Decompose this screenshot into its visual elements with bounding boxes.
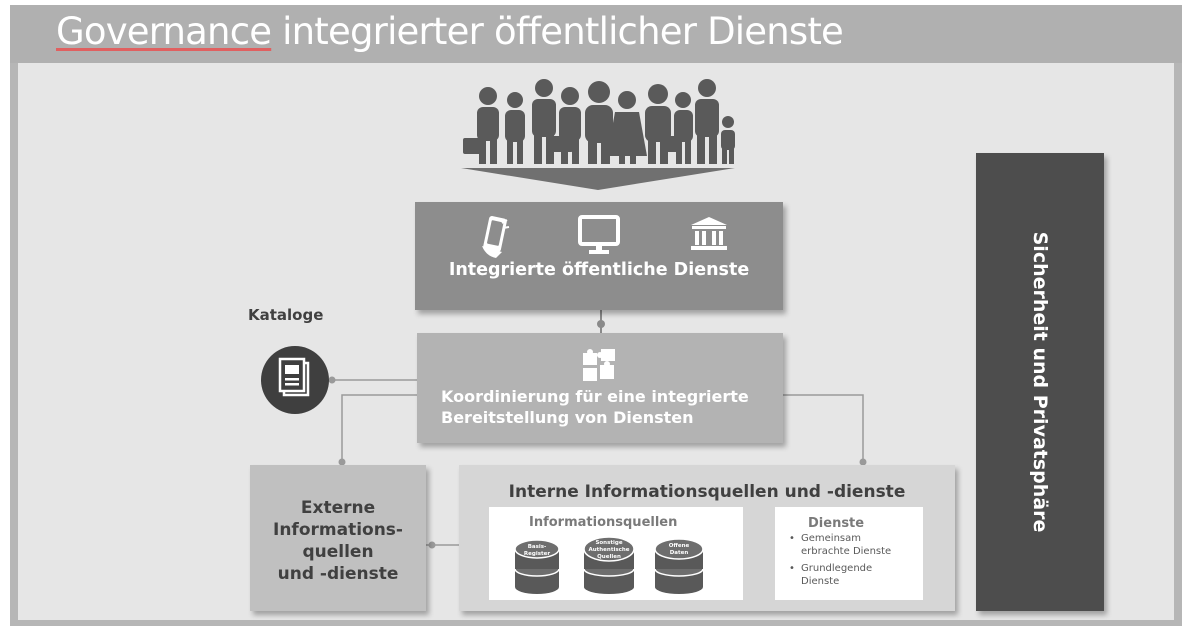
government-building-icon <box>691 217 727 250</box>
coordination-box: Koordinierung für eine integrierte Berei… <box>417 333 783 443</box>
integrated-services-box: Integrierte öffentliche Dienste <box>415 202 783 310</box>
external-line-1: Externe <box>300 498 376 518</box>
other-sources-line-3: Quellen <box>597 554 621 560</box>
open-data-line-1: Offene <box>669 543 690 549</box>
internal-sources-box: Interne Informationsquellen und -dienste… <box>459 465 955 611</box>
external-line-3: quellen <box>302 542 374 562</box>
catalogues-label: Kataloge <box>248 306 324 324</box>
title-rest: integrierter öffentlicher Dienste <box>271 10 844 53</box>
puzzle-icon <box>583 349 615 381</box>
monitor-icon <box>578 215 620 254</box>
coordination-label: Koordinierung für eine integrierte Berei… <box>441 386 749 428</box>
connector-coordination-external <box>341 394 417 463</box>
security-privacy-box: Sicherheit und Privatsphäre <box>976 153 1104 611</box>
title-underlined-word: Governance <box>56 10 272 53</box>
coordination-line-2: Bereitstellung von Diensten <box>441 408 694 427</box>
mobile-phone-icon <box>482 216 510 258</box>
information-sources-panel: Informationsquellen Basis- Register Sons… <box>489 507 743 600</box>
database-icons: Basis- Register Sonstige Authentische Qu… <box>514 536 704 594</box>
services-list: Gemeinsam erbrachte Dienste Grundlegende… <box>789 532 891 592</box>
coordination-line-1: Koordinierung für eine integrierte <box>441 387 749 406</box>
connector-dot <box>428 541 436 549</box>
external-sources-label: Externe Informations- quellen und -diens… <box>250 497 426 585</box>
services-list-item: Gemeinsam erbrachte Dienste <box>789 532 891 558</box>
citizens-group-icon <box>461 79 735 190</box>
services-title: Dienste <box>808 516 865 531</box>
base-registers-line-1: Basis- <box>528 544 547 550</box>
external-line-4: und -dienste <box>277 564 399 584</box>
connector-dot <box>859 458 867 466</box>
external-line-2: Informations- <box>273 520 403 540</box>
slide-title: Governance integrierter öffentlicher Die… <box>56 10 844 53</box>
other-sources-line-2: Authentische <box>588 547 629 553</box>
external-sources-box: Externe Informations- quellen und -diens… <box>250 465 426 611</box>
database-icon-open-data: Offene Daten <box>654 538 704 594</box>
connector-dot <box>328 376 336 384</box>
service-item-line-2: Dienste <box>801 576 840 587</box>
security-privacy-label: Sicherheit und Privatsphäre <box>1029 231 1051 533</box>
services-panel: Dienste Gemeinsam erbrachte Dienste Grun… <box>775 507 923 600</box>
catalogue-document-icon[interactable] <box>259 344 331 416</box>
information-sources-title: Informationsquellen <box>529 515 678 530</box>
connector-dot <box>338 458 346 466</box>
connector-dot <box>597 320 605 328</box>
database-icon-other-authentic-sources: Sonstige Authentische Quellen <box>583 536 635 594</box>
title-bar <box>10 5 1182 63</box>
connector-coordination-internal <box>783 394 864 463</box>
services-list-item: Grundlegende Dienste <box>789 562 891 588</box>
other-sources-line-1: Sonstige <box>595 540 622 546</box>
service-item-line-1: Gemeinsam <box>801 533 861 544</box>
database-icon-base-registers: Basis- Register <box>514 539 560 594</box>
open-data-line-2: Daten <box>670 550 689 556</box>
integrated-services-label: Integrierte öffentliche Dienste <box>448 260 750 280</box>
service-item-line-2: erbrachte Dienste <box>801 546 892 557</box>
base-registers-line-2: Register <box>524 551 550 557</box>
internal-sources-title: Interne Informationsquellen und -dienste <box>508 482 906 502</box>
service-item-line-1: Grundlegende <box>801 563 873 574</box>
